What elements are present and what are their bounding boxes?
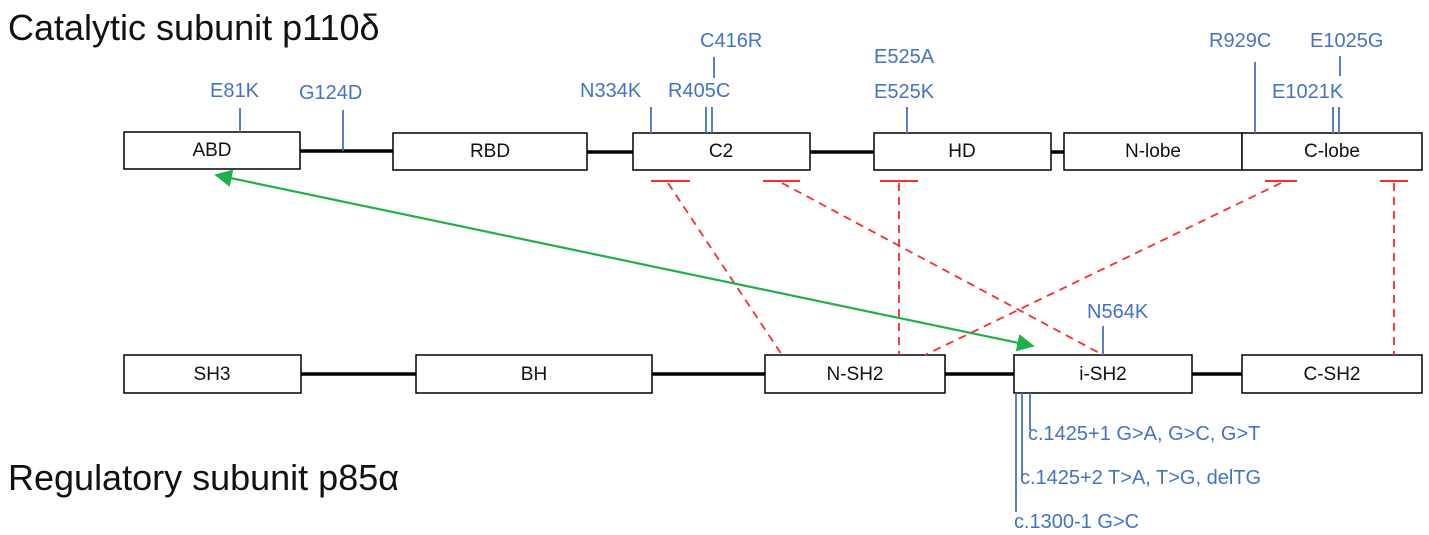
- mutation-label-r405c: R405C: [668, 80, 730, 102]
- splice-variant-label-1: c.1425+1 G>A, G>C, G>T: [1028, 423, 1260, 445]
- mutation-label-e1021k: E1021K: [1272, 81, 1344, 103]
- splice-variant-label-3: c.1300-1 G>C: [1014, 511, 1139, 533]
- splice-variant-label-2: c.1425+2 T>A, T>G, delTG: [1020, 467, 1261, 489]
- domain-label: HD: [948, 141, 975, 162]
- p110-domain-rbd: RBD: [392, 132, 588, 171]
- p85-domain-i-sh2: i-SH2: [1013, 354, 1193, 394]
- domain-label: C2: [709, 141, 733, 162]
- p85-domain-c-sh2: C-SH2: [1241, 354, 1423, 394]
- p110-domain-hd: HD: [873, 132, 1052, 171]
- mutation-label-e525k: E525K: [874, 81, 935, 103]
- mutation-label-e1025g: E1025G: [1310, 30, 1383, 52]
- mutation-label-g124d: G124D: [299, 82, 362, 104]
- inhibitory-contacts: [651, 180, 1408, 356]
- mutation-label-n334k: N334K: [580, 80, 642, 102]
- domain-label: C-lobe: [1304, 141, 1360, 162]
- domain-label: ABD: [192, 140, 231, 161]
- domain-label: i-SH2: [1079, 364, 1127, 385]
- domain-label: RBD: [470, 141, 510, 162]
- domain-label: N-SH2: [826, 364, 883, 385]
- mutation-label-c416r: C416R: [700, 30, 762, 52]
- regulatory-subunit-title: Regulatory subunit p85α: [8, 457, 399, 498]
- p110-domain-c-lobe: C-lobe: [1241, 132, 1423, 171]
- p85-domain-n-sh2: N-SH2: [764, 354, 946, 394]
- p85-domain-bh: BH: [415, 354, 653, 394]
- domain-label: BH: [521, 364, 547, 385]
- p110-domain-n-lobe: N-lobe: [1063, 132, 1243, 171]
- p85-splice-variant-ticks: [1015, 393, 1031, 512]
- mutation-label-r929c: R929C: [1209, 30, 1271, 52]
- mutation-label-e81k: E81K: [210, 80, 260, 102]
- mutation-label-n564k: N564K: [1087, 301, 1149, 323]
- p110-mutation-ticks: [239, 56, 1341, 151]
- domain-label: SH3: [194, 364, 231, 385]
- domain-label: C-SH2: [1303, 364, 1360, 385]
- p110-backbone: [300, 149, 1064, 154]
- abd-ish2-interaction-arrow: [214, 169, 1035, 352]
- mutation-label-e525a: E525A: [874, 46, 935, 68]
- p110-domain-c2: C2: [632, 132, 811, 171]
- p85-domain-sh3: SH3: [123, 354, 302, 394]
- catalytic-subunit-title: Catalytic subunit p110δ: [8, 7, 380, 48]
- p110-domain-abd: ABD: [123, 131, 301, 170]
- domain-label: N-lobe: [1125, 141, 1181, 162]
